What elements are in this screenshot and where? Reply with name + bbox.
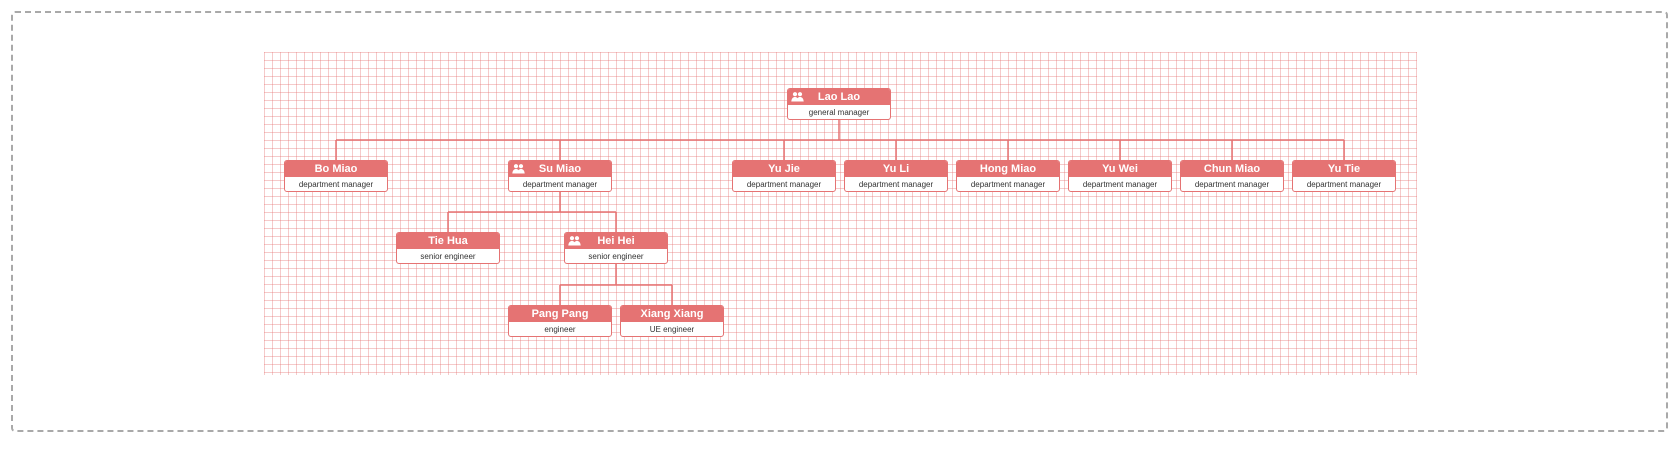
node-name: Yu Jie	[768, 163, 800, 175]
node-title: general manager	[808, 108, 870, 117]
node-name: Su Miao	[538, 163, 582, 175]
node-header: Yu Li	[845, 161, 947, 177]
node-title: department manager	[1306, 180, 1382, 189]
diagram-frame	[11, 11, 1668, 432]
node-name: Yu Wei	[1102, 163, 1138, 175]
node-title: department manager	[858, 180, 934, 189]
node-title: department manager	[746, 180, 822, 189]
node-name: Chun Miao	[1203, 163, 1261, 175]
org-chart-canvas[interactable]: Lao Lao general manager Bo Miao departme…	[264, 52, 1417, 375]
node-hong-miao[interactable]: Hong Miao department manager	[956, 160, 1060, 192]
team-icon[interactable]	[512, 163, 525, 175]
node-name: Bo Miao	[314, 163, 358, 175]
node-name: Xiang Xiang	[640, 308, 704, 320]
node-name: Lao Lao	[817, 91, 861, 103]
node-header: Yu Wei	[1069, 161, 1171, 177]
node-pang-pang[interactable]: Pang Pang engineer	[508, 305, 612, 337]
node-title: senior engineer	[588, 252, 644, 261]
node-header: Tie Hua	[397, 233, 499, 249]
node-xiang-xiang[interactable]: Xiang Xiang UE engineer	[620, 305, 724, 337]
node-title: engineer	[544, 325, 576, 334]
node-header: Chun Miao	[1181, 161, 1283, 177]
node-header: Yu Tie	[1293, 161, 1395, 177]
node-title: senior engineer	[420, 252, 476, 261]
node-header: Pang Pang	[509, 306, 611, 322]
node-name: Pang Pang	[531, 308, 589, 320]
node-header: Hong Miao	[957, 161, 1059, 177]
node-name: Yu Li	[882, 163, 910, 175]
node-lao-lao[interactable]: Lao Lao general manager	[787, 88, 891, 120]
node-tie-hua[interactable]: Tie Hua senior engineer	[396, 232, 500, 264]
node-yu-wei[interactable]: Yu Wei department manager	[1068, 160, 1172, 192]
node-yu-li[interactable]: Yu Li department manager	[844, 160, 948, 192]
connector-lines	[335, 120, 1345, 305]
node-yu-jie[interactable]: Yu Jie department manager	[732, 160, 836, 192]
node-header: Bo Miao	[285, 161, 387, 177]
node-name: Yu Tie	[1327, 163, 1361, 175]
node-header: Lao Lao	[788, 89, 890, 105]
node-name: Tie Hua	[428, 235, 468, 247]
node-title: department manager	[970, 180, 1046, 189]
team-icon[interactable]	[791, 91, 804, 103]
node-su-miao[interactable]: Su Miao department manager	[508, 160, 612, 192]
node-hei-hei[interactable]: Hei Hei senior engineer	[564, 232, 668, 264]
team-icon[interactable]	[568, 235, 581, 247]
node-title: department manager	[1082, 180, 1158, 189]
node-header: Yu Jie	[733, 161, 835, 177]
node-title: department manager	[522, 180, 598, 189]
node-header: Hei Hei	[565, 233, 667, 249]
node-bo-miao[interactable]: Bo Miao department manager	[284, 160, 388, 192]
node-title: department manager	[298, 180, 374, 189]
node-chun-miao[interactable]: Chun Miao department manager	[1180, 160, 1284, 192]
node-title: UE engineer	[649, 325, 695, 334]
node-name: Hong Miao	[979, 163, 1037, 175]
node-name: Hei Hei	[597, 235, 635, 247]
node-title: department manager	[1194, 180, 1270, 189]
node-header: Xiang Xiang	[621, 306, 723, 322]
node-yu-tie[interactable]: Yu Tie department manager	[1292, 160, 1396, 192]
node-header: Su Miao	[509, 161, 611, 177]
